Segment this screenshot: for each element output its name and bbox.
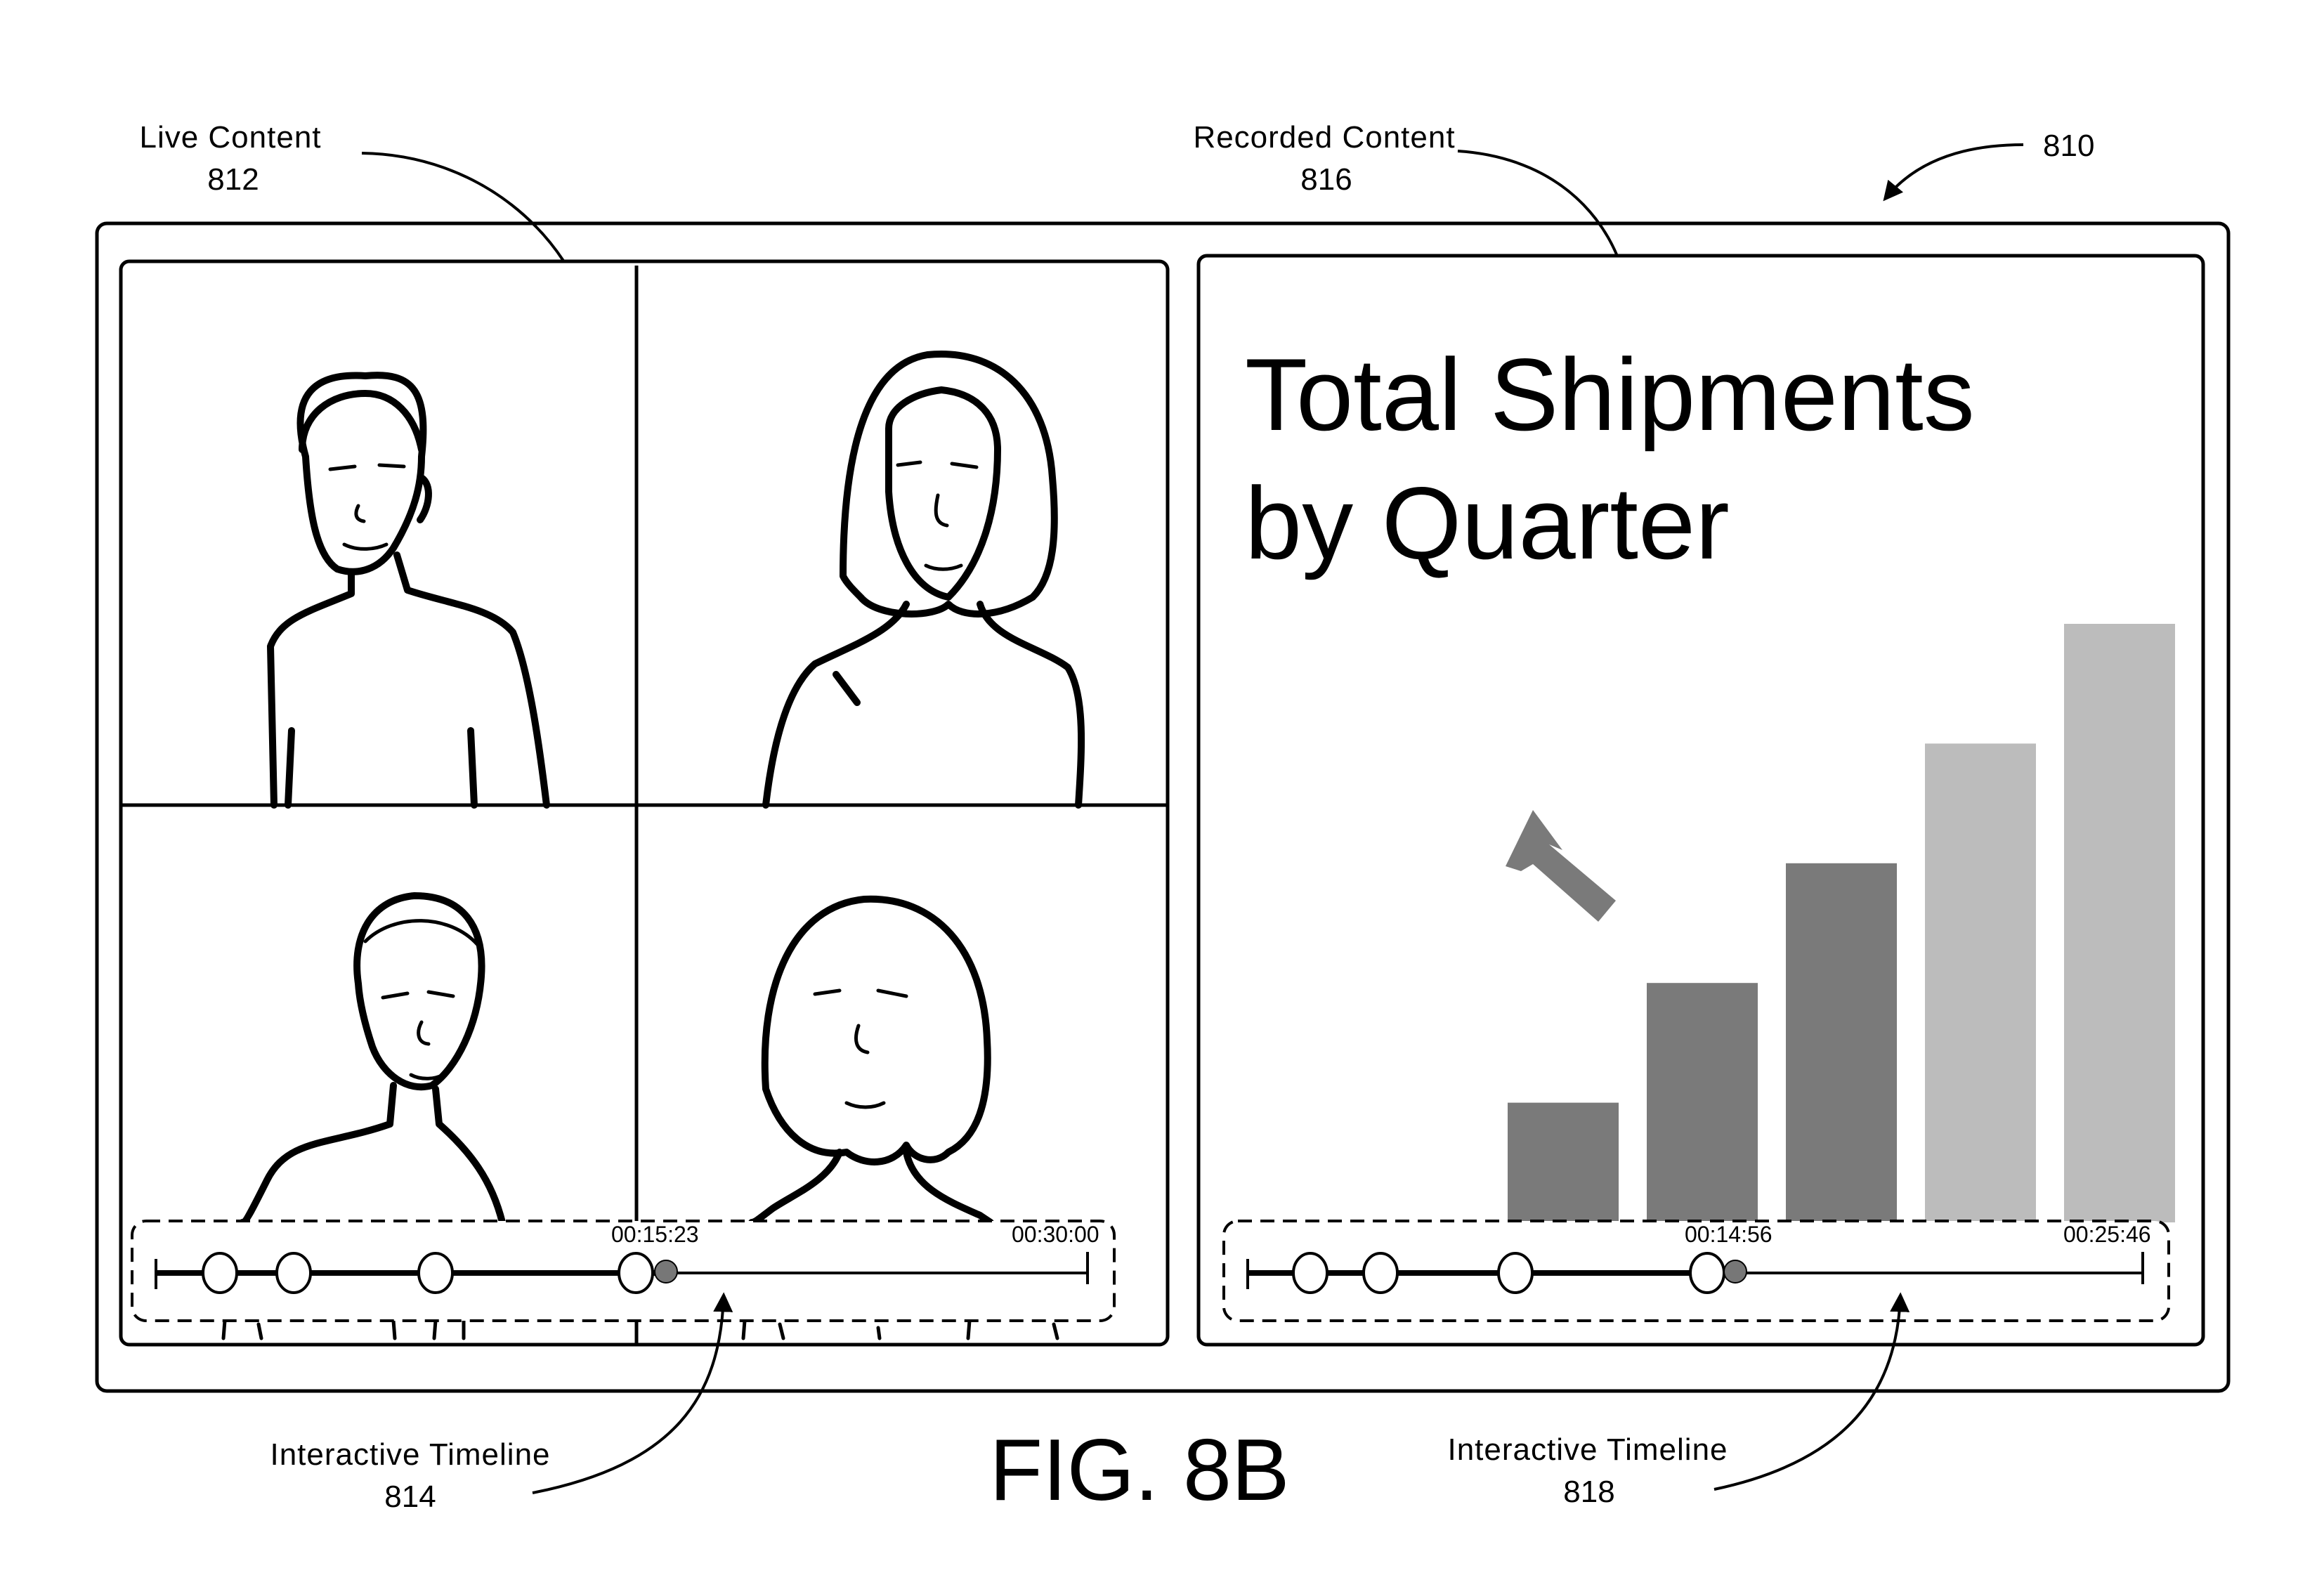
timeline-live-playhead[interactable] bbox=[655, 1260, 677, 1283]
timeline-live-current-time: 00:15:23 bbox=[611, 1222, 699, 1247]
slide-title-line-2: by Quarter bbox=[1245, 466, 1730, 580]
timeline-recorded-playhead[interactable] bbox=[1724, 1260, 1747, 1283]
live-content-ref: 812 bbox=[207, 162, 259, 197]
timeline-live-bookmark-2[interactable] bbox=[277, 1253, 311, 1293]
interactive-timeline-live[interactable]: 00:15:23 00:30:00 bbox=[132, 1221, 1114, 1321]
figure-caption: FIG. 8B bbox=[989, 1422, 1289, 1519]
shipments-bar-5 bbox=[2064, 624, 2175, 1222]
shipments-bar-2 bbox=[1647, 983, 1758, 1222]
timeline-live-ref: 814 bbox=[384, 1480, 436, 1514]
shipments-bar-3 bbox=[1786, 863, 1897, 1222]
live-content-label: Live Content bbox=[139, 120, 321, 155]
timeline-recorded-bookmark-3[interactable] bbox=[1499, 1253, 1532, 1293]
shipments-bar-1 bbox=[1508, 1103, 1619, 1222]
figure-ref-leader-arrow bbox=[1886, 145, 2023, 198]
timeline-recorded-bookmark-2[interactable] bbox=[1364, 1253, 1397, 1293]
timeline-live-bookmark-4[interactable] bbox=[619, 1253, 653, 1293]
timeline-live-label: Interactive Timeline bbox=[270, 1437, 550, 1472]
timeline-recorded-end-time: 00:25:46 bbox=[2063, 1222, 2151, 1247]
timeline-recorded-ref: 818 bbox=[1563, 1475, 1614, 1509]
timeline-recorded-bookmark-1[interactable] bbox=[1293, 1253, 1327, 1293]
timeline-live-end-time: 00:30:00 bbox=[1012, 1222, 1099, 1247]
live-content-panel: 00:15:23 00:30:00 bbox=[121, 261, 1168, 1345]
recorded-content-label: Recorded Content bbox=[1193, 120, 1455, 155]
timeline-live-bookmark-3[interactable] bbox=[419, 1253, 452, 1293]
shipments-bar-4 bbox=[1925, 743, 2036, 1222]
slide-title-line-1: Total Shipments bbox=[1245, 337, 1975, 452]
timeline-live-bookmark-1[interactable] bbox=[203, 1253, 237, 1293]
figure-ref-number: 810 bbox=[2043, 129, 2094, 163]
live-content-frame bbox=[121, 261, 1168, 1345]
timeline-recorded-bookmark-4[interactable] bbox=[1690, 1253, 1724, 1293]
recorded-content-panel: Total Shipments by Quarter 00:14:56 00:2… bbox=[1199, 256, 2203, 1345]
recorded-content-ref: 816 bbox=[1300, 162, 1352, 197]
timeline-recorded-current-time: 00:14:56 bbox=[1685, 1222, 1773, 1247]
interactive-timeline-recorded[interactable]: 00:14:56 00:25:46 bbox=[1224, 1221, 2169, 1321]
timeline-recorded-label: Interactive Timeline bbox=[1447, 1432, 1728, 1467]
